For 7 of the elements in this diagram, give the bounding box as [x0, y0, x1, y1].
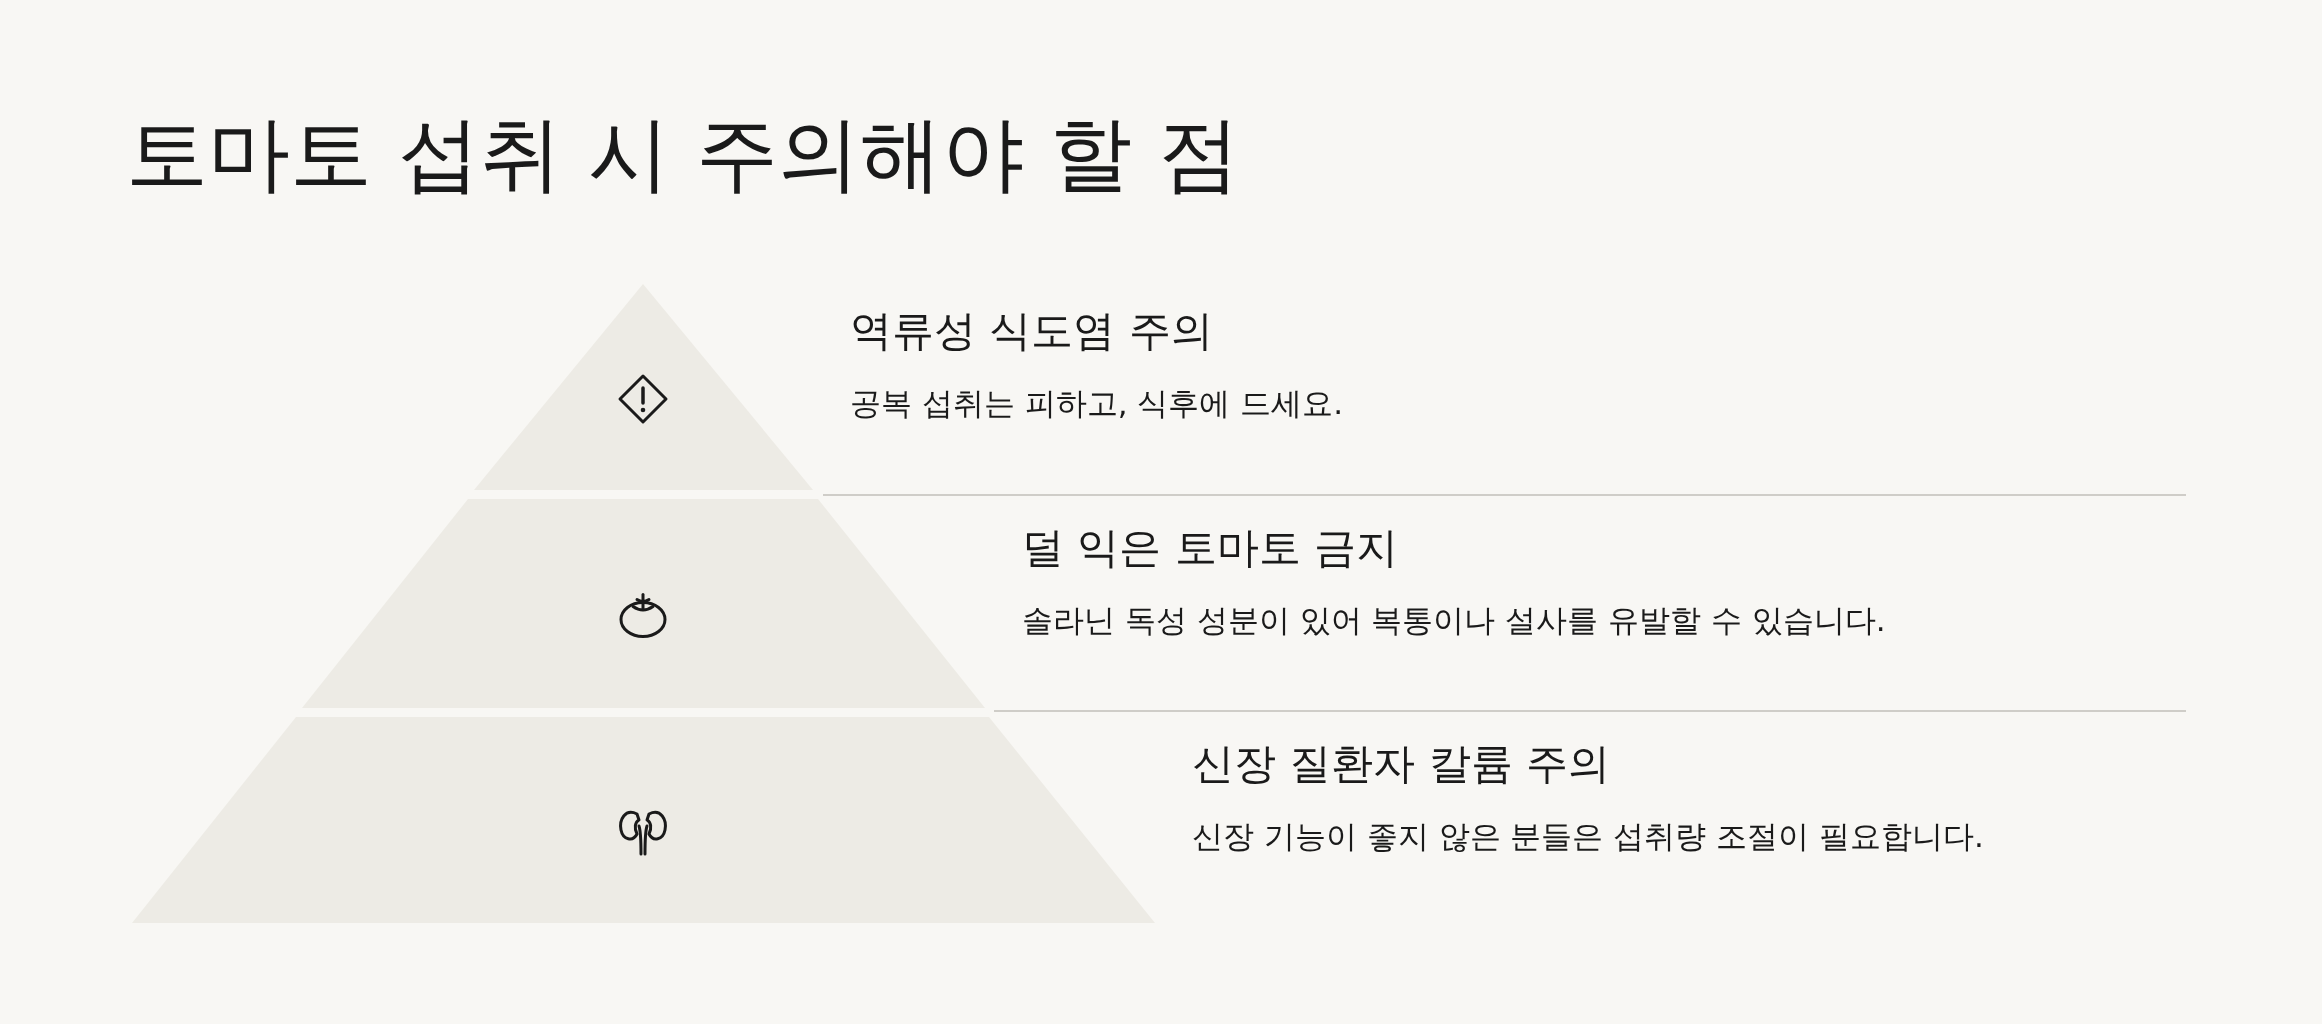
- tier-heading: 신장 질환자 칼륨 주의: [1192, 738, 1611, 790]
- tier-description: 솔라닌 독성 성분이 있어 복통이나 설사를 유발할 수 있습니다.: [1022, 600, 1886, 640]
- tier-heading: 역류성 식도염 주의: [850, 305, 1213, 357]
- title: 토마토 섭취 시 주의해야 할 점: [126, 105, 1241, 203]
- tier-heading: 덜 익은 토마토 금지: [1022, 521, 1399, 574]
- tier-description: 공복 섭취는 피하고, 식후에 드세요.: [850, 384, 1344, 423]
- tier-description: 신장 기능이 좋지 않은 분들은 섭취량 조절이 필요합니다.: [1192, 817, 1984, 856]
